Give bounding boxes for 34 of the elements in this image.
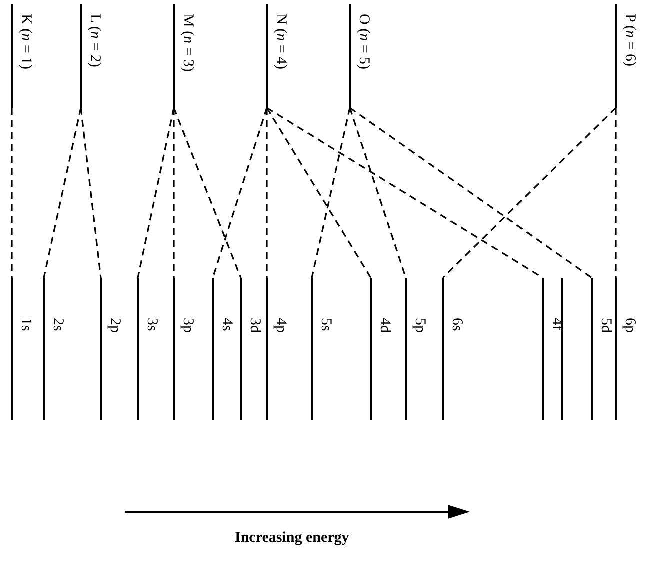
- subshell-label: 4d: [377, 318, 392, 333]
- subshell-label: 3p: [180, 318, 195, 333]
- subshell-label: 5d: [598, 318, 613, 333]
- shell-label: M (n = 3): [180, 14, 195, 72]
- dashed-connector: [173, 108, 242, 278]
- shell-label: O (n = 5): [356, 14, 371, 70]
- subshell-label: 4p: [273, 318, 288, 333]
- dashed-connector: [43, 108, 82, 278]
- subshell-label: 3d: [247, 318, 262, 333]
- subshell-label: 3s: [144, 318, 159, 332]
- subshell-label: 6s: [449, 318, 464, 332]
- subshell-label: 2p: [107, 318, 122, 333]
- subshell-label: 4s: [219, 318, 234, 332]
- subshell-level-line: [561, 278, 563, 420]
- dashed-connector: [266, 108, 372, 278]
- shell-label: P (n = 6): [622, 14, 637, 66]
- subshell-label: 2s: [50, 318, 65, 332]
- dashed-connector: [137, 108, 175, 278]
- subshell-label: 1s: [18, 318, 33, 332]
- shell-label: K (n = 1): [18, 14, 33, 70]
- dashed-connector: [615, 108, 617, 278]
- subshell-label: 5s: [318, 318, 333, 332]
- subshell-label: 5p: [412, 318, 427, 333]
- axis-caption: Increasing energy: [235, 530, 350, 547]
- dashed-connector: [266, 108, 268, 278]
- dashed-connector: [11, 108, 13, 278]
- dashed-connector: [442, 107, 617, 279]
- shell-label: N (n = 4): [273, 14, 288, 70]
- subshell-label: 6p: [622, 318, 637, 333]
- dashed-connector: [311, 108, 351, 278]
- dashed-connector: [350, 107, 592, 279]
- shell-label: L (n = 2): [87, 14, 102, 68]
- dashed-connector: [173, 108, 175, 278]
- dashed-connector: [80, 108, 102, 278]
